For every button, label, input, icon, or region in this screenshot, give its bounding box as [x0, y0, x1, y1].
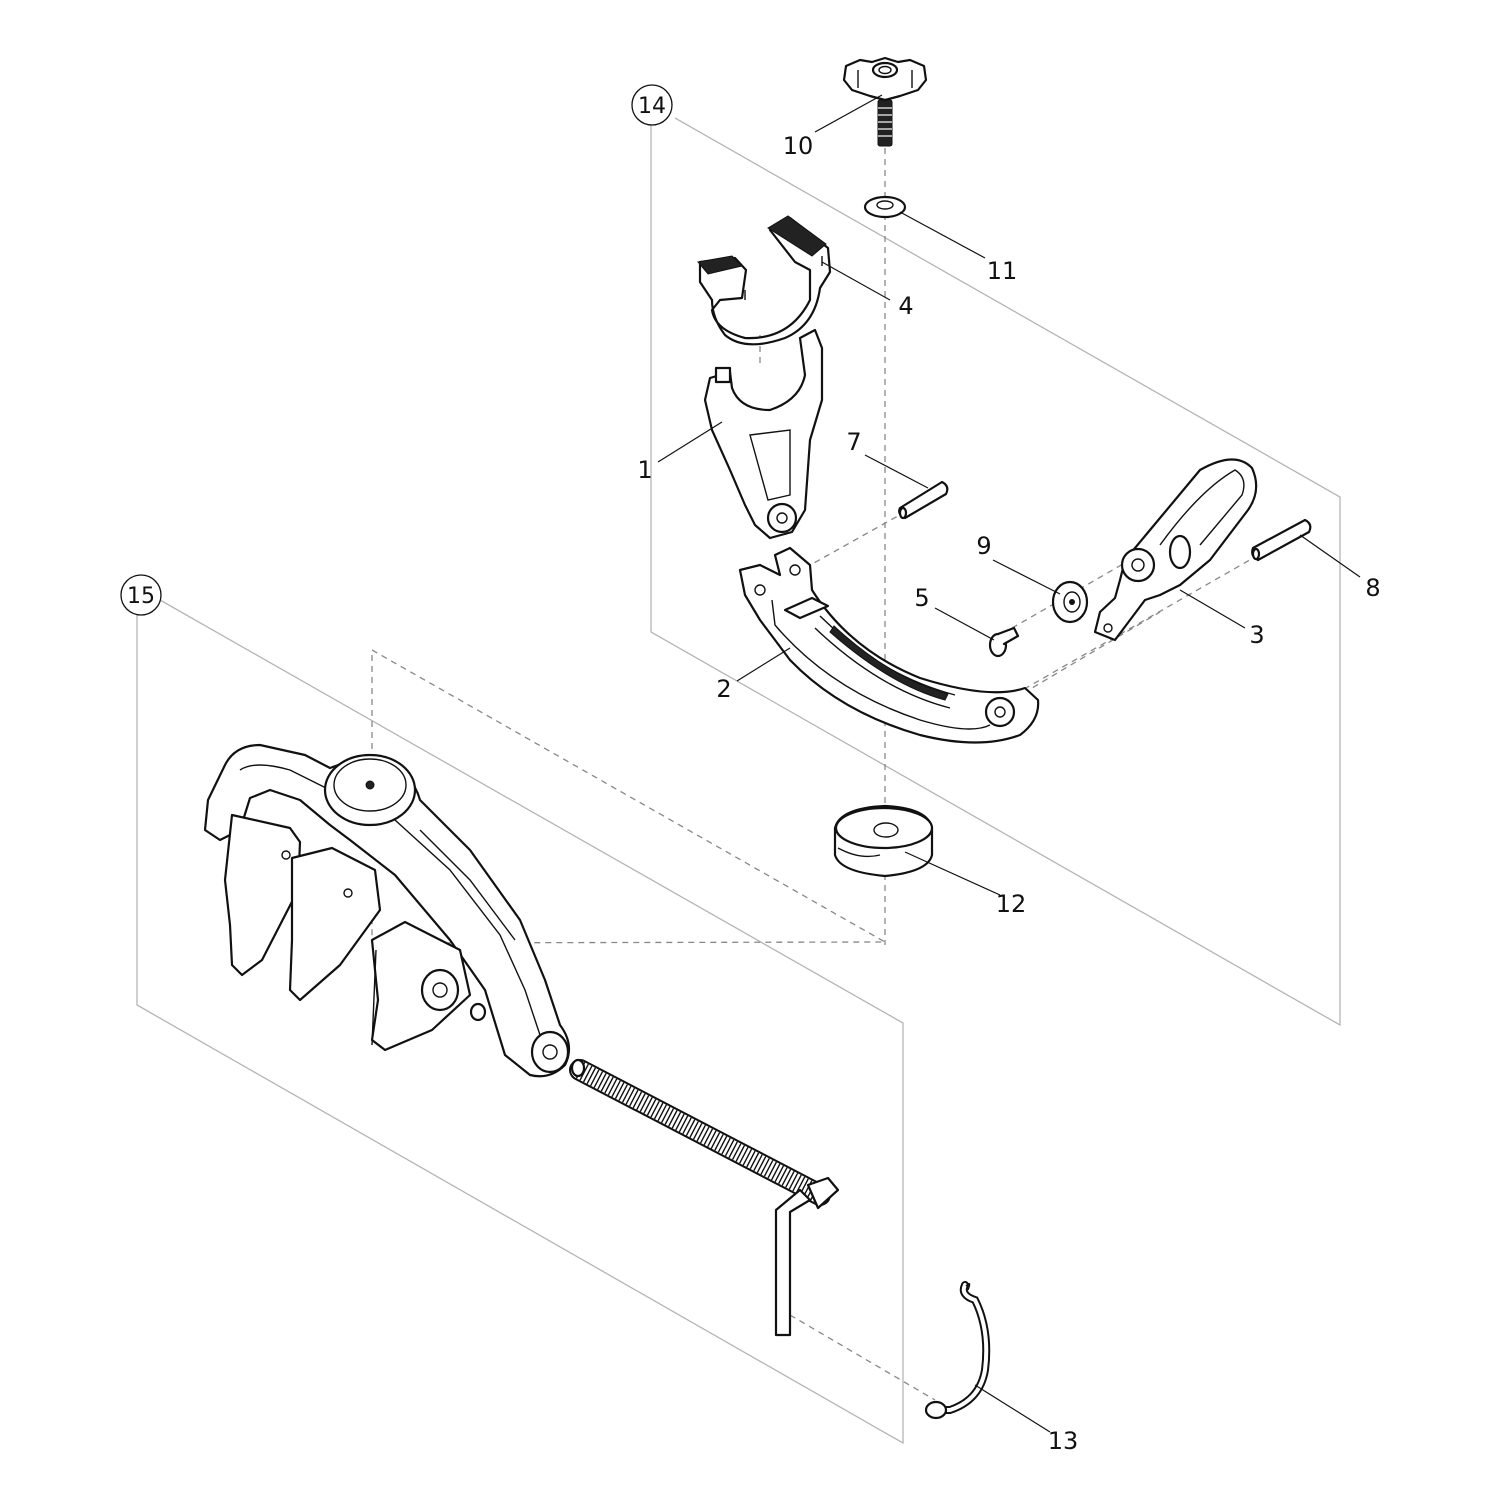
callout-15: 15 [127, 584, 155, 609]
callout-13: 13 [1048, 1427, 1079, 1455]
callout-5: 5 [914, 584, 929, 612]
group-15-frame [136, 599, 904, 1445]
part-12-bushing [833, 804, 934, 878]
callout-14: 14 [638, 94, 666, 119]
callouts: 14 15 10 11 4 1 7 9 5 3 8 2 12 13 [120, 84, 1381, 1455]
part-3-lever [1093, 458, 1258, 642]
callout-1: 1 [637, 456, 652, 484]
part-4-jaw-pad [697, 215, 832, 346]
callout-3: 3 [1249, 621, 1264, 649]
callout-4: 4 [898, 292, 913, 320]
callout-11: 11 [987, 257, 1018, 285]
part-15-base-frame [203, 743, 571, 1078]
part-5-bolt [988, 626, 1020, 658]
callout-2: 2 [716, 675, 731, 703]
leader-lines [657, 94, 1361, 1433]
part-13-spring-clip [924, 1281, 991, 1420]
part-10-thumb-screw [842, 56, 928, 147]
callout-10: 10 [783, 132, 814, 160]
part-9-ring [1051, 580, 1089, 624]
part-15-lead-screw [569, 1058, 840, 1337]
callout-15-circle [120, 574, 162, 616]
callout-14-circle [631, 84, 673, 126]
part-7-pin [898, 480, 949, 520]
group-14-frame [650, 117, 1341, 1027]
part-1-carrier [703, 328, 824, 540]
part-2-arc-rail [738, 546, 1040, 744]
callout-9: 9 [976, 532, 991, 560]
callout-12: 12 [996, 890, 1027, 918]
part-11-washer [863, 195, 907, 219]
callout-8: 8 [1365, 574, 1380, 602]
part-8-pin [1251, 518, 1312, 562]
callout-7: 7 [846, 428, 861, 456]
